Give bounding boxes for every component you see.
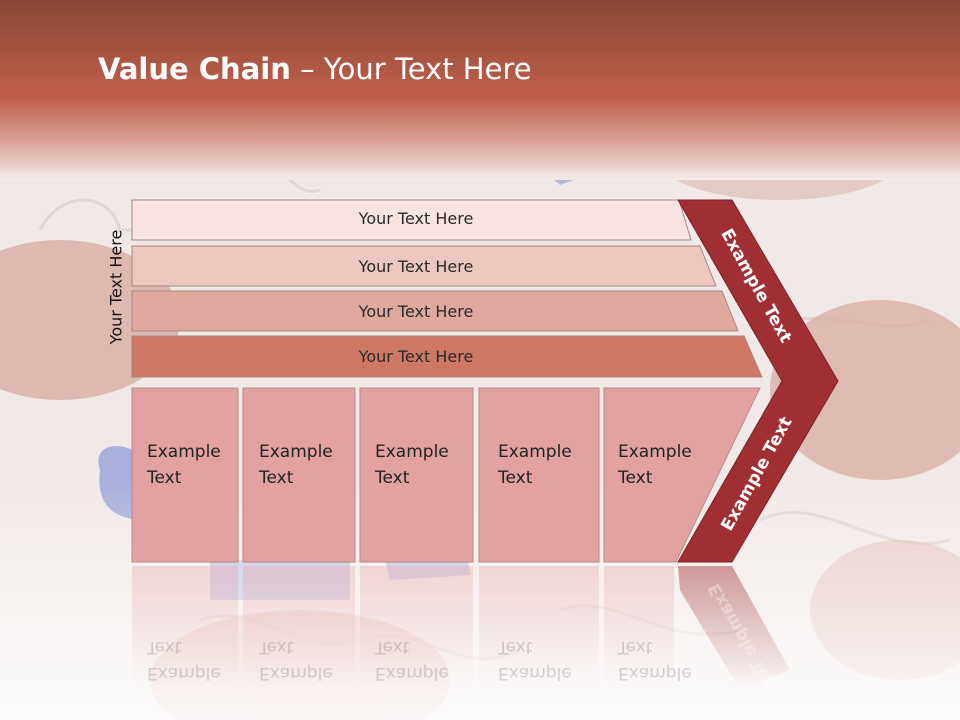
cell-5-ref-line1: Example bbox=[618, 663, 692, 683]
cell-3-line1: Example bbox=[375, 442, 449, 462]
cell-4-ref-line2: Text bbox=[498, 637, 533, 657]
chevron-shape bbox=[677, 199, 839, 563]
cell-3-ref-line2: Text bbox=[375, 637, 410, 657]
bar-3-label: Your Text Here bbox=[358, 302, 474, 321]
bar-3 bbox=[131, 290, 739, 332]
cell-3-ref-line1: Example bbox=[375, 663, 449, 683]
cell-5 bbox=[603, 387, 761, 563]
cell-5-ref-line2: Text bbox=[618, 637, 653, 657]
bar-1-label: Your Text Here bbox=[358, 209, 474, 228]
cell-2-ref-line1: Example bbox=[259, 663, 333, 683]
slide-title: Value Chain – Your Text Here bbox=[98, 52, 532, 86]
cell-2-line2: Text bbox=[259, 468, 294, 488]
cell-2-reflection: Example Text bbox=[259, 634, 333, 686]
title-bold: Value Chain bbox=[98, 52, 291, 86]
bar-4 bbox=[131, 335, 763, 378]
cell-1-ref-line1: Example bbox=[147, 663, 221, 683]
cell-1-reflection: Example Text bbox=[147, 634, 221, 686]
cell-2 bbox=[242, 387, 356, 563]
cell-1-ref-line2: Text bbox=[147, 637, 182, 657]
cell-4-ref-line1: Example bbox=[498, 663, 572, 683]
cell-4-reflection: Example Text bbox=[498, 634, 572, 686]
cell-1-line2: Text bbox=[147, 468, 182, 488]
title-rest: – Your Text Here bbox=[290, 52, 532, 86]
cell-5-line2: Text bbox=[618, 468, 653, 488]
cell-5-line1: Example bbox=[618, 442, 692, 462]
cell-4-line2: Text bbox=[498, 468, 533, 488]
cell-5-reflection: Example Text bbox=[618, 634, 692, 686]
side-label: Your Text Here bbox=[106, 229, 126, 345]
bar-4-label: Your Text Here bbox=[358, 347, 474, 366]
cell-4 bbox=[478, 387, 600, 563]
cell-3-reflection: Example Text bbox=[375, 634, 449, 686]
cell-2-line1: Example bbox=[259, 442, 333, 462]
bar-2-label: Your Text Here bbox=[358, 257, 474, 276]
bar-2 bbox=[131, 245, 717, 287]
bar-1 bbox=[131, 199, 692, 241]
cell-2-ref-line2: Text bbox=[259, 637, 294, 657]
cell-3-line2: Text bbox=[375, 468, 410, 488]
header-band bbox=[0, 0, 960, 180]
cell-4-line1: Example bbox=[498, 442, 572, 462]
cell-1-line1: Example bbox=[147, 442, 221, 462]
cell-3 bbox=[359, 387, 474, 563]
cell-1 bbox=[131, 387, 239, 563]
